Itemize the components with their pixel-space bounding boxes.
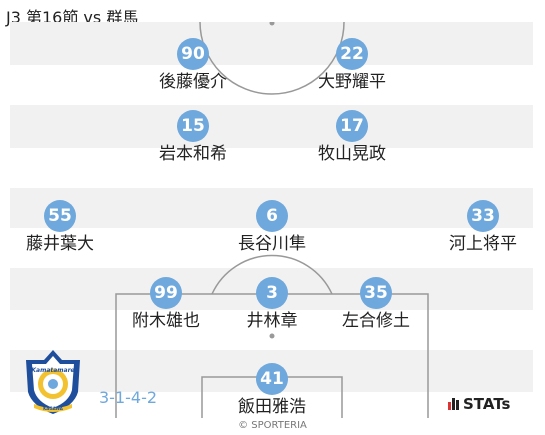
pitch-stripe [10,22,533,65]
player-number: 22 [336,38,368,70]
player-number: 17 [336,110,368,142]
player-number: 55 [44,200,76,232]
emblem-text: Kamatamare [31,367,74,374]
club-emblem-icon: Kamatamare KAGAWA [26,350,80,414]
player-number: 15 [177,110,209,142]
pitch-stripe [10,105,533,148]
bars-icon [448,396,460,414]
player-card: 6 長谷川隼 [207,200,337,255]
brand-label: STATs [463,395,511,413]
copyright-text: © SPORTERIA [238,420,307,431]
player-name: 大野耀平 [318,72,386,92]
player-number: 3 [256,277,288,309]
player-card: 22 大野耀平 [287,38,417,93]
formation-label: 3-1-4-2 [99,388,158,407]
player-card: 90 後藤優介 [128,38,258,93]
player-number: 90 [177,38,209,70]
player-card: 17 牧山晃政 [287,110,417,165]
player-number: 33 [467,200,499,232]
player-name: 後藤優介 [159,72,227,92]
player-card: 55 藤井葉大 [0,200,125,255]
player-name: 牧山晃政 [318,144,386,164]
player-name: 左合修土 [342,311,410,331]
emblem-subtext: KAGAWA [43,406,64,411]
player-name: 藤井葉大 [26,234,94,254]
player-name: 井林章 [246,311,298,331]
player-number: 35 [360,277,392,309]
player-name: 飯田雅浩 [238,397,306,417]
player-name: 岩本和希 [159,144,227,164]
player-card: 35 左合修土 [311,277,441,332]
player-name: 附木雄也 [132,311,200,331]
player-card: 33 河上将平 [418,200,545,255]
stats-logo: STATs [448,395,510,414]
player-number: 6 [256,200,288,232]
player-card: 15 岩本和希 [128,110,258,165]
player-number: 99 [150,277,182,309]
player-number: 41 [256,363,288,395]
player-name: 長谷川隼 [238,234,306,254]
player-card: 99 附木雄也 [101,277,231,332]
player-card: 3 井林章 [207,277,337,332]
player-card: 41 飯田雅浩 [207,363,337,418]
player-name: 河上将平 [449,234,517,254]
